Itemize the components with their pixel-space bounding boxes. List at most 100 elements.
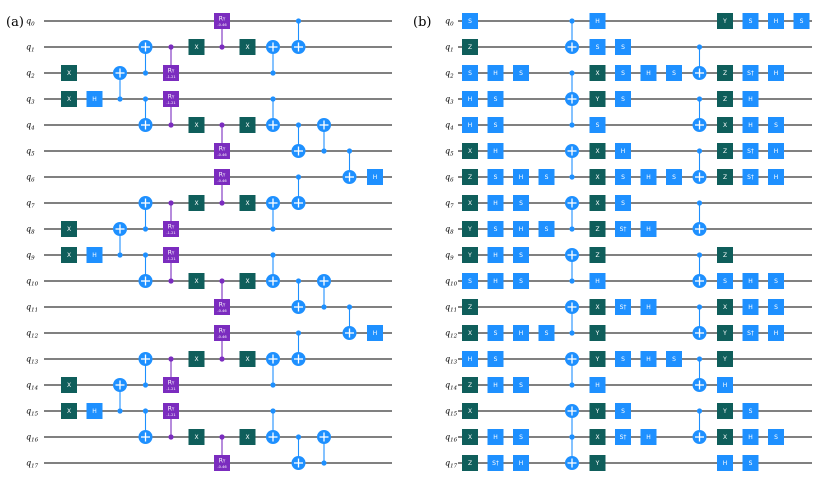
cnot-control — [295, 434, 302, 440]
ry-gate-label: RY — [168, 224, 175, 231]
ry-gate-label: RY — [219, 146, 226, 153]
gate-label: X — [67, 70, 71, 77]
ry-gate — [163, 403, 179, 419]
h-gate — [589, 377, 606, 393]
gate-label: X — [245, 434, 249, 441]
h-gate — [742, 429, 759, 445]
gate-label: S — [774, 122, 778, 129]
gate-label: Z — [595, 252, 599, 259]
ry-gate-label: RY — [168, 250, 175, 257]
h-gate — [367, 169, 383, 185]
x-gate — [188, 117, 205, 133]
ry-gate-angle: -1.21 — [166, 231, 175, 235]
gate-label: X — [245, 122, 249, 129]
gate-label: H — [595, 278, 600, 285]
s-gate — [462, 273, 478, 289]
gate-label: H — [468, 122, 473, 129]
x-gate — [462, 403, 478, 419]
qubit-label: q10 — [445, 277, 458, 288]
gate-label: S — [545, 330, 549, 337]
ry-gate-angle: -0.46 — [217, 179, 227, 183]
qubit-label: q3 — [445, 95, 454, 106]
y-gate — [717, 351, 733, 367]
gate-label: S — [800, 18, 804, 25]
gate-label: H — [468, 356, 473, 363]
qubit-label: q13 — [26, 355, 39, 366]
gate-label: S — [519, 252, 523, 259]
x-gate — [717, 429, 733, 445]
qubit-label: q12 — [26, 329, 39, 340]
cnot-control — [142, 226, 149, 232]
gate-label: S — [621, 44, 625, 51]
s-gate — [615, 39, 631, 55]
y-gate — [717, 325, 733, 341]
ry-gate-label: RY — [219, 16, 226, 23]
qubit-label: q6 — [26, 173, 35, 184]
x-gate — [188, 273, 205, 289]
ry-gate-angle: -0.46 — [217, 153, 227, 157]
ry-gate — [163, 247, 179, 263]
gate-label: S — [621, 356, 625, 363]
h-gate — [742, 117, 759, 133]
sdg-gate — [742, 143, 759, 159]
gate-label: Y — [467, 226, 472, 233]
cnot-control — [696, 304, 703, 310]
ry-gate-angle: -1.21 — [166, 101, 175, 105]
ry-control — [168, 122, 174, 128]
cnot-control — [142, 382, 149, 388]
ry-gate-label: RY — [168, 94, 175, 101]
s-gate — [666, 169, 682, 185]
s-gate — [615, 195, 631, 211]
gate-label: X — [468, 200, 472, 207]
h-gate — [640, 351, 657, 367]
gate-label: H — [646, 304, 651, 311]
cnot-control — [569, 122, 575, 128]
h-gate — [640, 65, 657, 81]
gate-label: H — [92, 408, 97, 415]
gate-label: S — [519, 278, 523, 285]
gate-label: H — [774, 330, 779, 337]
cnot-control — [295, 330, 302, 336]
h-gate — [768, 143, 784, 159]
gate-label: H — [646, 70, 651, 77]
y-gate — [462, 247, 478, 263]
gate-label: H — [723, 382, 728, 389]
cnot-control — [696, 148, 703, 154]
x-gate — [61, 221, 77, 237]
s-gate — [793, 13, 810, 29]
gate-label: X — [67, 226, 71, 233]
s-gate — [615, 91, 631, 107]
gate-label: X — [468, 434, 472, 441]
s-gate — [666, 65, 682, 81]
gate-label: X — [468, 330, 472, 337]
gate-label: X — [194, 44, 198, 51]
gate-label: S — [519, 70, 523, 77]
gate-label: S — [621, 70, 625, 77]
qubit-label: q3 — [26, 95, 35, 106]
ry-gate — [214, 169, 230, 185]
h-gate — [717, 377, 733, 393]
gate-label: X — [468, 408, 472, 415]
h-gate — [487, 377, 504, 393]
ry-gate-label: RY — [219, 458, 226, 465]
gate-label: H — [493, 278, 498, 285]
cnot-control — [142, 96, 149, 102]
h-gate — [513, 455, 529, 471]
h-gate — [615, 143, 631, 159]
gate-label: H — [493, 70, 498, 77]
qubit-label: q15 — [26, 407, 39, 418]
qubit-label: q1 — [26, 43, 35, 54]
h-gate — [513, 325, 529, 341]
h-gate — [640, 221, 657, 237]
x-gate — [188, 351, 205, 367]
h-gate — [768, 13, 784, 29]
cnot-control — [270, 408, 276, 414]
gate-label: S — [596, 122, 600, 129]
x-gate — [717, 299, 733, 315]
gate-label: S — [672, 70, 676, 77]
gate-label: H — [621, 148, 626, 155]
z-gate — [462, 299, 478, 315]
ry-control — [219, 434, 225, 440]
gate-label: H — [748, 278, 753, 285]
